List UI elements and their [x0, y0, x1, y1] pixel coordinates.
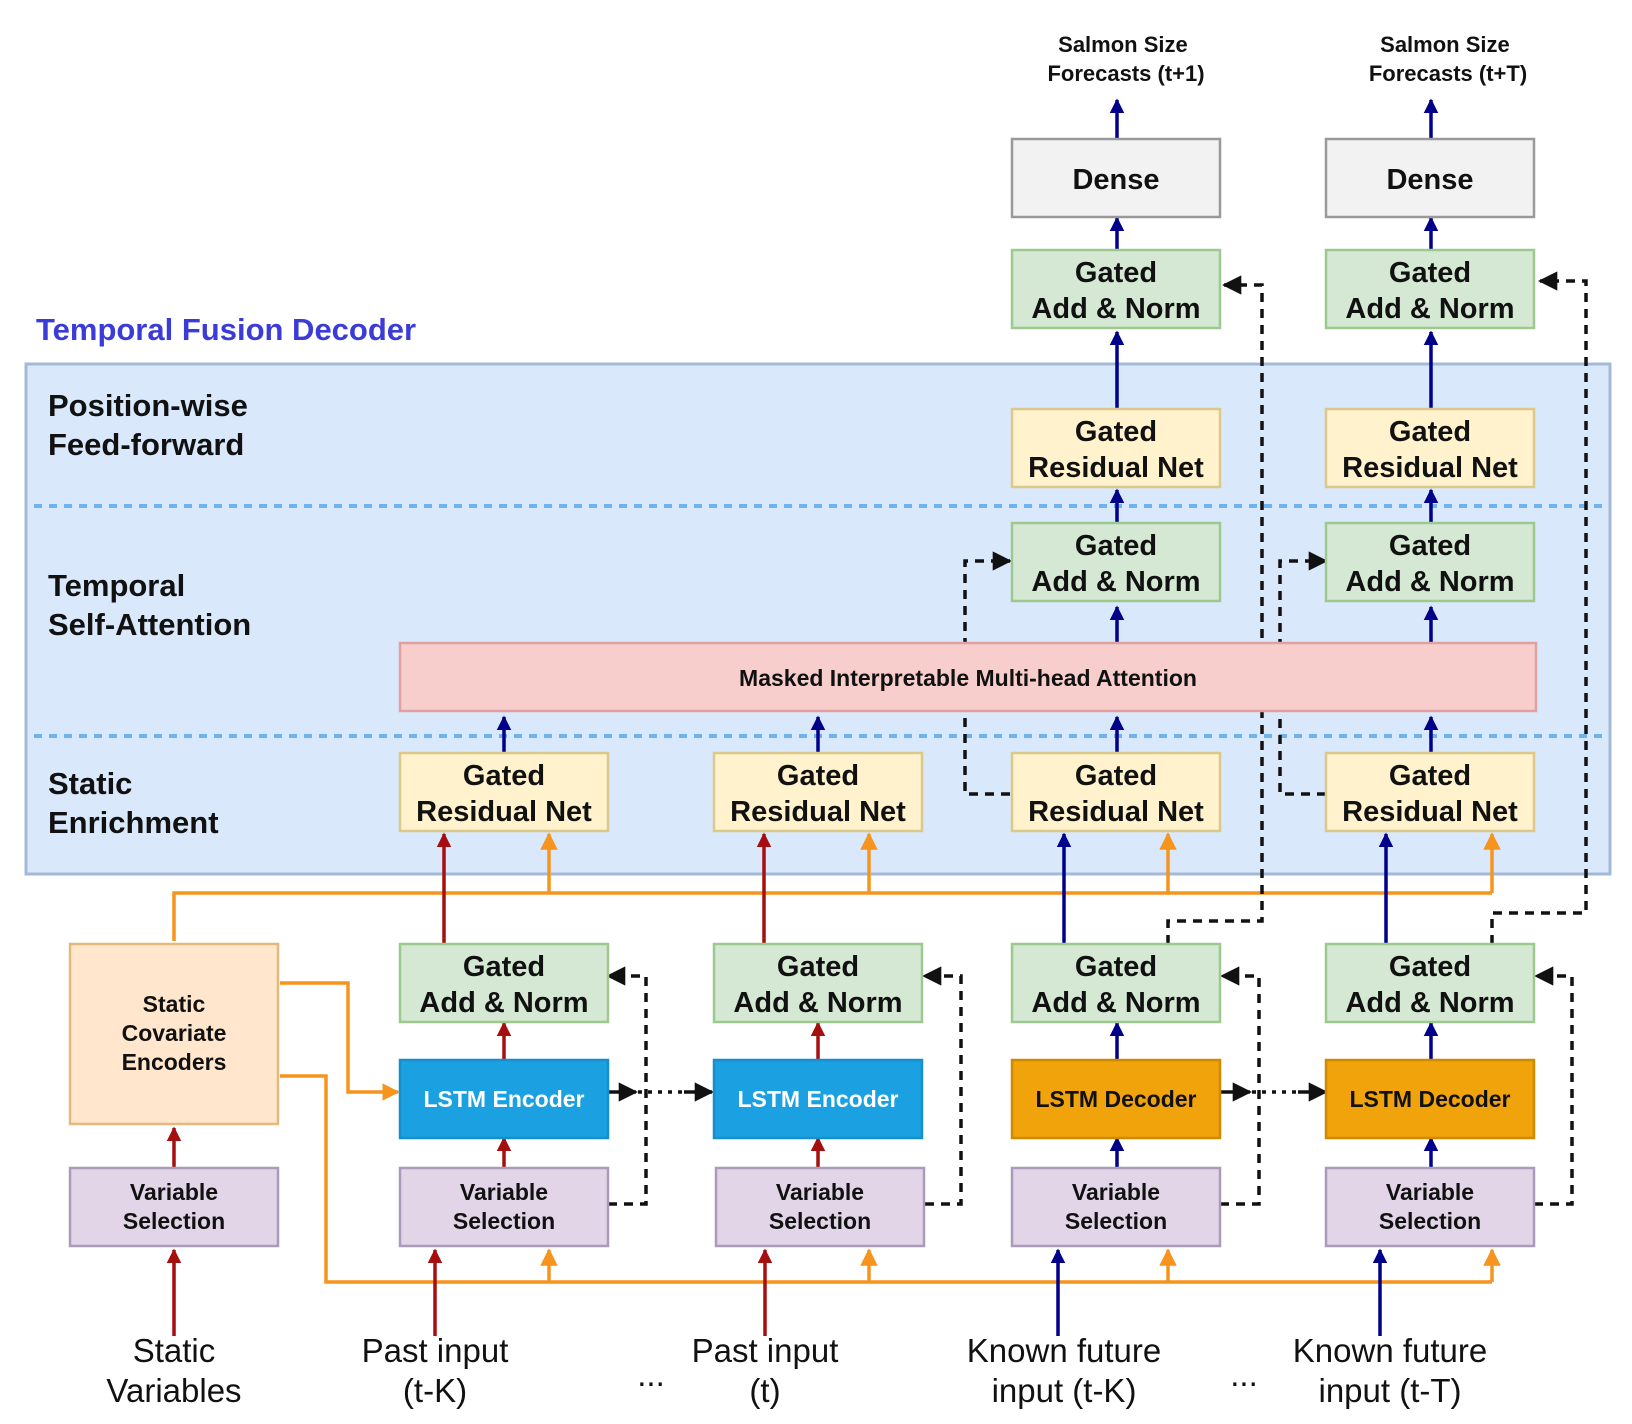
dense-block-t1: Dense — [1010, 137, 1222, 219]
svg-text:Masked Interpretable Multi-hea: Masked Interpretable Multi-head Attentio… — [739, 665, 1197, 691]
input-label-past-k: Past input(t-K) — [362, 1332, 509, 1409]
lstm-decoder-k: LSTM Decoder — [1010, 1058, 1222, 1140]
lstm-encoder-k: LSTM Encoder — [398, 1058, 610, 1140]
decoder-title: Temporal Fusion Decoder — [36, 312, 416, 347]
lstm-encoder-t: LSTM Encoder — [712, 1058, 924, 1140]
lstm-decoder-t: LSTM Decoder — [1324, 1058, 1536, 1140]
dense-block-tT: Dense — [1324, 137, 1536, 219]
section-label-self-attention: Temporal Self-Attention — [48, 568, 251, 642]
output-label-tT: Salmon Size Forecasts (t+T) — [1369, 32, 1527, 86]
svg-text:Dense: Dense — [1072, 164, 1159, 196]
svg-text:LSTM Decoder: LSTM Decoder — [1349, 1086, 1510, 1112]
section-label-feedforward: Position-wise Feed-forward — [48, 388, 256, 462]
svg-text:LSTM Encoder: LSTM Encoder — [423, 1086, 584, 1112]
svg-text:Dense: Dense — [1386, 164, 1473, 196]
svg-text:LSTM Encoder: LSTM Encoder — [737, 1086, 898, 1112]
connectors — [166, 98, 1588, 1336]
input-label-past-t: Past input(t) — [692, 1332, 839, 1409]
section-label-static-enrichment: Static Enrichment — [48, 766, 219, 840]
ellipsis-past: ... — [637, 1356, 665, 1393]
output-label-t1: Salmon Size Forecasts (t+1) — [1047, 32, 1204, 86]
ellipsis-future: ... — [1230, 1356, 1258, 1393]
svg-text:LSTM Decoder: LSTM Decoder — [1035, 1086, 1196, 1112]
masked-multihead-attention-block: Masked Interpretable Multi-head Attentio… — [398, 641, 1538, 713]
